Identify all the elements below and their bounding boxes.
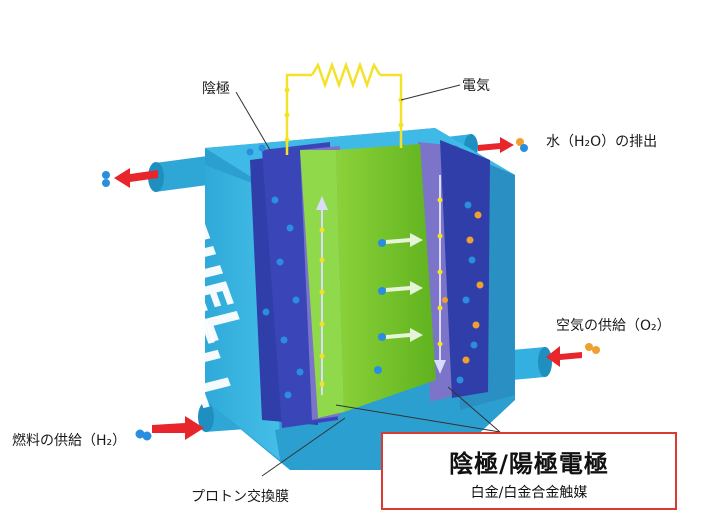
info-box-subtitle: 白金/白金合金触媒 — [470, 485, 588, 501]
label-fuel-in: 燃料の供給（H₂） — [12, 433, 127, 449]
info-box-title: 陰極/陽極電極 — [449, 450, 609, 478]
external-circuit — [284, 61, 404, 155]
proton-arrows — [386, 233, 423, 342]
leader-lines — [235, 84, 501, 477]
particles — [102, 138, 600, 441]
label-anode: 陰極 — [202, 81, 230, 97]
electron-flow-arrows — [316, 175, 446, 395]
label-electricity: 電気 — [462, 78, 490, 94]
flow-arrows — [114, 137, 582, 440]
label-air-in: 空気の供給（O₂） — [556, 318, 671, 334]
label-water-out: 水（H₂O）の排出 — [546, 134, 658, 150]
electrode-info-box: 陰極/陽極電極 白金/白金合金触媒 — [381, 432, 677, 510]
label-membrane: プロトン交換膜 — [191, 489, 289, 505]
proton-exchange-membrane — [300, 144, 436, 418]
